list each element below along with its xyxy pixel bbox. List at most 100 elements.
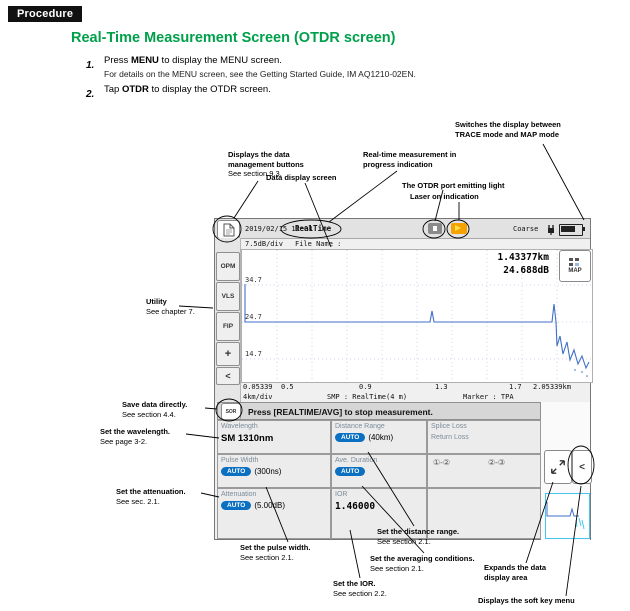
x-tick-3: 1.3 [435, 383, 448, 391]
wavelength-cell[interactable]: Wavelength SM 1310nm [217, 420, 331, 454]
callout-laser-on: Laser on indication [410, 192, 479, 201]
callout-set-distance-range: Set the distance range. See section 2.1. [377, 527, 460, 546]
trace-map-switch-button[interactable]: MAP [559, 250, 591, 282]
callout-set-averaging: Set the averaging conditions. See sectio… [370, 554, 475, 573]
callout-realtime-indication: Real-time measurement in progress indica… [363, 150, 457, 169]
message-bar: Press [REALTIME/AVG] to stop measurement… [217, 402, 541, 420]
status-datetime: 2019/02/15 12:08 [245, 225, 313, 233]
distance-range-label: Distance Range [335, 423, 385, 430]
thumbnail-trace-icon [546, 502, 585, 530]
expand-display-button[interactable] [544, 450, 572, 484]
sor-save-icon: SOR [225, 408, 237, 415]
ior-value: 1.46000 [335, 501, 376, 512]
marker-loss: 24.688dB [503, 265, 549, 276]
vls-label: VLS [221, 293, 235, 300]
map-label: MAP [568, 268, 582, 274]
step-1-text: Press MENU to display the MENU screen. [104, 55, 282, 66]
callout-set-ior: Set the IOR. See section 2.2. [333, 579, 387, 598]
callout-set-wavelength: Set the wavelength. See page 3-2. [100, 427, 171, 446]
battery-icon [559, 224, 585, 236]
sidebar-item-vls[interactable]: VLS [216, 282, 240, 311]
empty-cell [427, 488, 541, 539]
step-2: 2. [86, 84, 94, 102]
sor-save-button[interactable]: SOR [221, 403, 241, 420]
step-1-number: 1. [86, 60, 95, 71]
map-grid-icon [569, 258, 579, 266]
x-tick-5: 2.05339km [533, 383, 571, 391]
y-tick-0: 34.7 [245, 276, 262, 284]
callout-save-data: Save data directly. See section 4.4. [122, 400, 188, 419]
distance-range-auto-badge: AUTO [335, 433, 366, 442]
data-management-button[interactable] [217, 220, 240, 239]
wavelength-value: SM 1310nm [221, 433, 274, 444]
ave-duration-cell[interactable]: Ave. Duration AUTO [331, 454, 427, 488]
step-1: 1. [86, 55, 94, 73]
attenuation-cell[interactable]: Attenuation AUTO (5.00dB) [217, 488, 331, 539]
step-2-key: OTDR [121, 84, 149, 95]
sidebar-add-button[interactable]: + [216, 342, 240, 366]
status-mode: RealTime [295, 224, 332, 233]
expand-icon [551, 460, 565, 474]
section-2-3-label: ②-③ [488, 458, 506, 467]
graph-file-label: File Name : [295, 240, 342, 248]
x-tick-0: 0.05339 [243, 383, 273, 391]
wavelength-label: Wavelength [221, 423, 258, 430]
attenuation-auto-badge: AUTO [221, 501, 252, 510]
softkey-menu-button[interactable]: < [572, 450, 592, 484]
sidebar-item-fip[interactable]: FIP [216, 312, 240, 341]
trace-thumbnail[interactable] [545, 493, 590, 539]
otdr-port-icon [428, 223, 442, 234]
pulse-width-cell[interactable]: Pulse Width AUTO (300ns) [217, 454, 331, 488]
step-1-note: For details on the MENU screen, see the … [104, 69, 416, 79]
marker-mode-readout: Marker : TPA [463, 393, 514, 401]
callout-trace-map-switch: Switches the display between TRACE mode … [455, 120, 561, 139]
callout-expand-display: Expands the data display area [484, 563, 547, 582]
callout-utility: Utility See chapter 7. [146, 297, 195, 316]
fip-label: FIP [222, 323, 234, 330]
document-icon [223, 223, 234, 236]
pulse-width-value: (300ns) [254, 467, 282, 476]
sections-cell: ①-② ②-③ [427, 454, 541, 488]
step-1-post: to display the MENU screen. [158, 55, 282, 66]
procedure-badge: Procedure [8, 6, 83, 22]
x-tick-2: 0.9 [359, 383, 372, 391]
splice-loss-label: Splice Loss [431, 423, 467, 430]
graph-scale: 7.5dB/div [245, 240, 283, 248]
chevron-left-icon: < [579, 461, 585, 473]
opm-label: OPM [220, 263, 236, 270]
callout-set-attenuation: Set the attenuation. See sec. 2.1. [116, 487, 186, 506]
callout-data-management: Displays the data management buttons See… [228, 150, 304, 179]
page-title: Real-Time Measurement Screen (OTDR scree… [71, 30, 396, 46]
laser-on-icon [451, 223, 467, 234]
distance-range-value: (40km) [368, 433, 394, 442]
y-tick-1: 24.7 [245, 313, 262, 321]
callout-set-pulse-width: Set the pulse width. See section 2.1. [240, 543, 311, 562]
section-1-2-label: ①-② [433, 458, 451, 467]
step-1-pre: Press [104, 55, 131, 66]
x-tick-1: 0.5 [281, 383, 294, 391]
smp-readout: SMP : RealTime(4 m) [327, 393, 408, 401]
callout-data-display: Data display screen [266, 173, 337, 182]
marker-distance: 1.43377km [497, 252, 549, 263]
loss-cell: Splice Loss Return Loss [427, 420, 541, 454]
y-tick-2: 14.7 [245, 350, 262, 358]
ave-duration-auto-badge: AUTO [335, 467, 366, 476]
step-2-number: 2. [86, 89, 95, 100]
trace-display[interactable]: 34.7 24.7 14.7 [241, 249, 593, 383]
sidebar-item-opm[interactable]: OPM [216, 252, 240, 281]
step-2-pre: Tap [104, 84, 122, 95]
sidebar-collapse-button[interactable]: < [216, 367, 240, 385]
x-tick-4: 1.7 [509, 383, 522, 391]
return-loss-label: Return Loss [431, 434, 469, 441]
ior-label: IOR [335, 491, 348, 498]
status-coarse: Coarse [513, 225, 539, 233]
callout-softkey-menu: Displays the soft key menu [478, 596, 575, 605]
step-2-text: Tap OTDR to display the OTDR screen. [104, 84, 271, 95]
plus-label: + [224, 348, 232, 360]
message-text: Press [REALTIME/AVG] to stop measurement… [248, 407, 433, 417]
chevron-left-icon: < [225, 371, 231, 381]
step-1-key: MENU [130, 55, 159, 66]
distance-range-cell[interactable]: Distance Range AUTO (40km) [331, 420, 427, 454]
ave-duration-label: Ave. Duration [335, 457, 378, 464]
